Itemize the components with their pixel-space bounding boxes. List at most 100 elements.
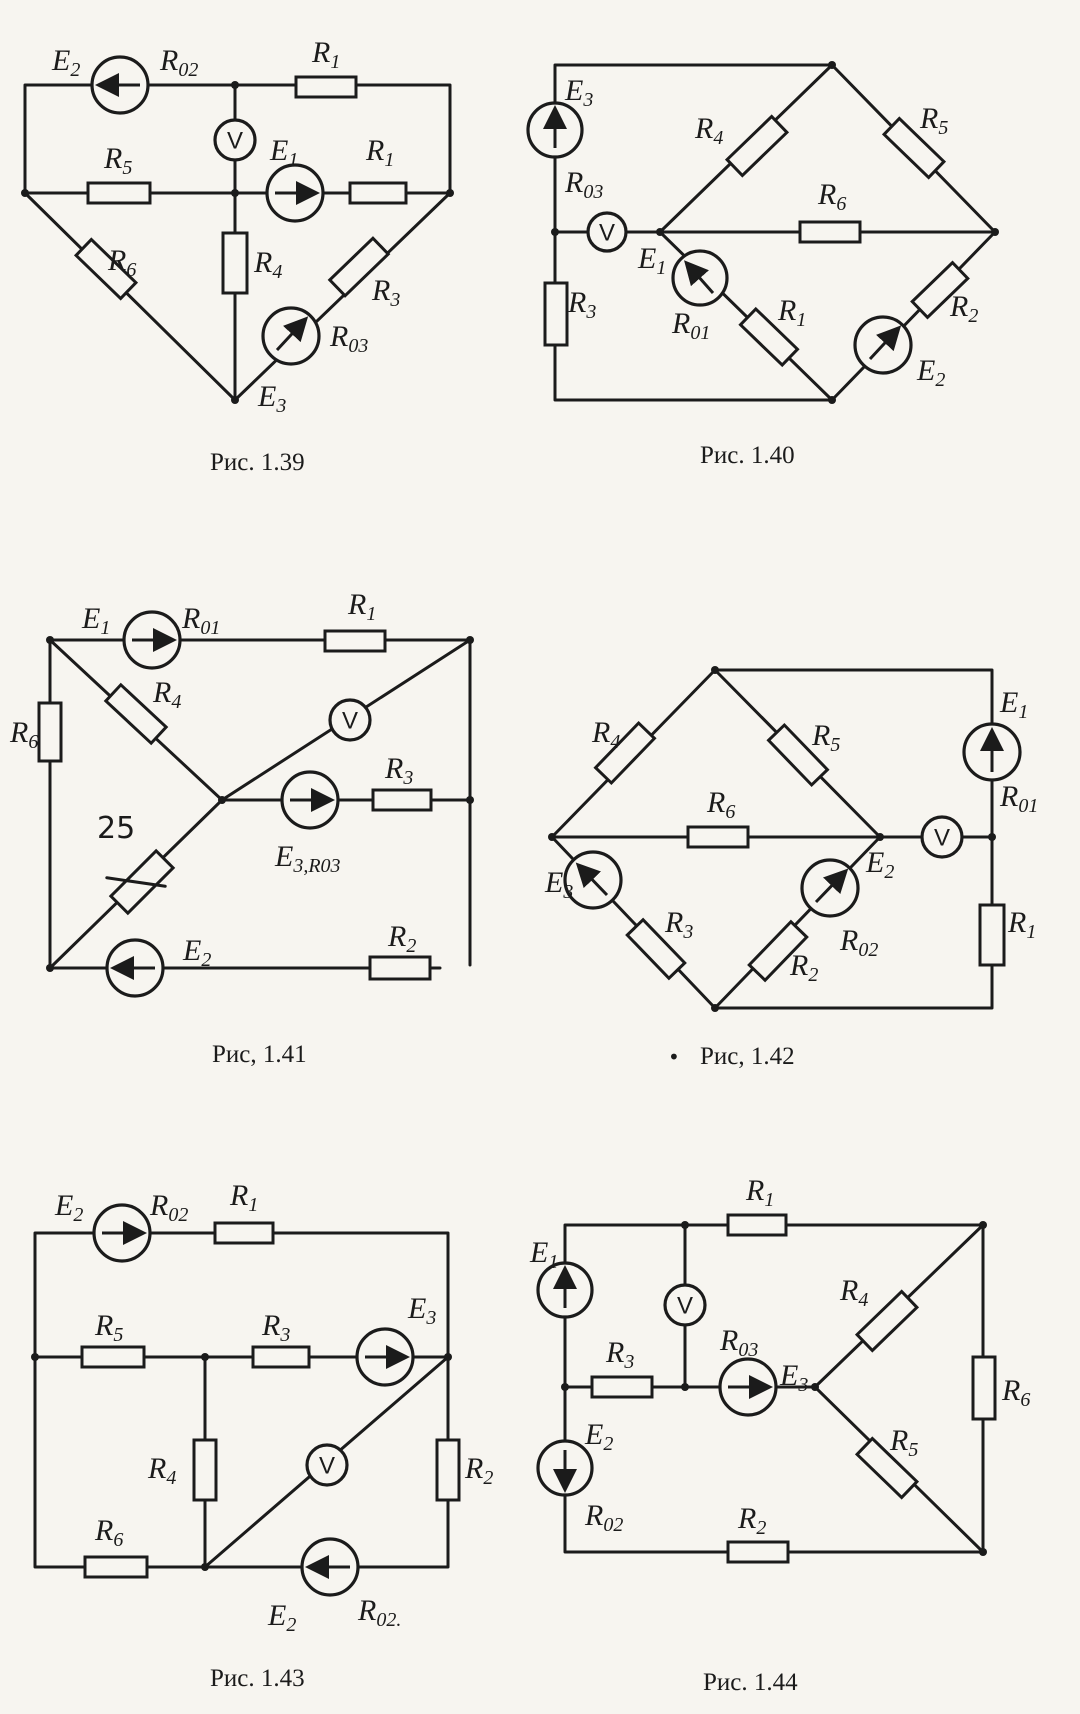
label-r3: R3 <box>261 1309 290 1346</box>
label-r3: R3 <box>371 274 400 311</box>
voltmeter-label: V <box>319 1453 335 1480</box>
label-r3: R3 <box>605 1336 634 1373</box>
label-r6: R6 <box>107 244 136 281</box>
figure-1-43: V E2 R02 R1 R5 R3 E3 R4 R2 R6 E2 R02. Ри… <box>31 1179 493 1692</box>
resistor-r2 <box>435 1438 461 1502</box>
resistor-r6 <box>971 1355 997 1421</box>
caption-1-42: Рис, 1.42 <box>700 1043 795 1070</box>
label-r4: R4 <box>253 246 282 283</box>
resistor-r6 <box>83 1555 149 1579</box>
label-e1: E1 <box>637 242 666 279</box>
label-r4: R4 <box>152 676 181 713</box>
label-r6: R6 <box>817 178 846 215</box>
label-r5: R5 <box>811 719 840 756</box>
resistor-r2 <box>726 1540 790 1564</box>
label-r4: R4 <box>591 716 620 753</box>
label-e3-r03: E3,R03 <box>274 840 341 877</box>
label-r4: R4 <box>694 112 723 149</box>
figure-1-41: V E1 R01 R1 R4 R6 R3 E3,R03 25 E2 R2 Рис… <box>9 588 474 1068</box>
label-e1: E1 <box>269 134 298 171</box>
label-r1: R1 <box>1007 906 1036 943</box>
voltmeter-label: V <box>934 825 950 852</box>
voltmeter-label: V <box>342 708 358 735</box>
resistor-r1 <box>738 306 800 368</box>
resistor-r1-top <box>294 75 358 99</box>
figure-1-44: V R1 E1 R3 R03 E3 R4 R6 E2 R02 R5 R2 Рис… <box>529 1174 1030 1696</box>
label-r5: R5 <box>94 1309 123 1346</box>
resistor-r5 <box>766 722 830 788</box>
resistor-r6 <box>798 220 862 244</box>
label-r2: R2 <box>789 949 818 986</box>
resistor-r6 <box>73 237 139 301</box>
resistor-r3 <box>590 1375 654 1399</box>
figure-1-40: V E3 R03 R4 R5 R6 E1 R01 R1 R2 E2 R3 Рис… <box>526 61 999 469</box>
resistor-r3 <box>327 236 391 298</box>
voltmeter <box>328 698 372 742</box>
resistor-r5 <box>86 181 152 205</box>
label-r6: R6 <box>9 716 38 753</box>
caption-1-41: Рис, 1.41 <box>212 1041 307 1068</box>
label-r6: R6 <box>706 786 735 823</box>
resistor-r6 <box>686 825 750 849</box>
figure-1-39: V E2 R02 R1 R5 E1 R1 R6 R4 R3 R03 E3 Рис… <box>21 36 454 476</box>
resistor-r2 <box>910 260 970 320</box>
label-r5: R5 <box>103 142 132 179</box>
label-r3: R3 <box>567 286 596 323</box>
resistor-r4 <box>221 231 249 295</box>
label-e3: E3 <box>257 380 286 417</box>
label-r1: R1 <box>745 1174 774 1211</box>
label-r03: R03 <box>719 1324 758 1361</box>
label-r01: R01 <box>999 780 1038 817</box>
label-r3: R3 <box>664 906 693 943</box>
resistor-r1 <box>978 903 1006 967</box>
label-r3: R3 <box>384 752 413 789</box>
label-r01: R01 <box>671 307 710 344</box>
resistor-r4 <box>724 114 790 178</box>
label-r1-top: R1 <box>311 36 340 73</box>
label-e2: E2 <box>916 354 945 391</box>
label-e2: E2 <box>182 934 211 971</box>
voltmeter-label: V <box>227 128 243 155</box>
resistor-r5 <box>80 1345 146 1369</box>
label-r1-mid: R1 <box>365 134 394 171</box>
handwritten-note: 25 <box>97 811 135 846</box>
label-r03: R03 <box>564 166 603 203</box>
voltmeter-label: V <box>599 220 615 247</box>
resistor-r4 <box>593 720 657 786</box>
resistor-r6 <box>37 701 63 763</box>
label-r01: R01 <box>181 602 220 639</box>
label-e3: E3 <box>544 866 573 903</box>
caption-1-44: Рис. 1.44 <box>703 1669 798 1696</box>
label-e2-top: E2 <box>54 1189 83 1226</box>
voltmeter <box>586 211 628 253</box>
voltmeter-label: V <box>677 1293 693 1320</box>
resistor-r1-mid <box>348 181 408 205</box>
label-r6: R6 <box>94 1514 123 1551</box>
resistor-r2 <box>368 955 432 981</box>
resistor-r1 <box>726 1213 788 1237</box>
label-r2: R2 <box>387 920 416 957</box>
label-e3: E3 <box>407 1292 436 1329</box>
resistor-r3 <box>543 281 569 347</box>
voltmeter <box>663 1283 707 1327</box>
label-r5: R5 <box>919 102 948 139</box>
label-r5: R5 <box>889 1424 918 1461</box>
caption-1-39: Рис. 1.39 <box>210 449 305 476</box>
resistor-r5 <box>881 116 947 180</box>
label-r2: R2 <box>949 290 978 327</box>
label-r02: R02 <box>584 1499 623 1536</box>
label-r02: R02 <box>839 924 878 961</box>
label-e2: E2 <box>584 1418 613 1455</box>
resistor-r3 <box>371 788 433 812</box>
resistor-r1 <box>323 629 387 653</box>
label-e2: E2 <box>865 846 894 883</box>
label-r03: R03 <box>329 320 368 357</box>
label-r1: R1 <box>347 588 376 625</box>
resistor-r2 <box>747 919 809 983</box>
label-r4: R4 <box>839 1274 868 1311</box>
voltmeter <box>920 815 964 859</box>
resistor-r4 <box>192 1438 218 1502</box>
label-r02: R02 <box>159 44 198 81</box>
caption-1-43: Рис. 1.43 <box>210 1665 305 1692</box>
voltmeter <box>305 1443 349 1487</box>
